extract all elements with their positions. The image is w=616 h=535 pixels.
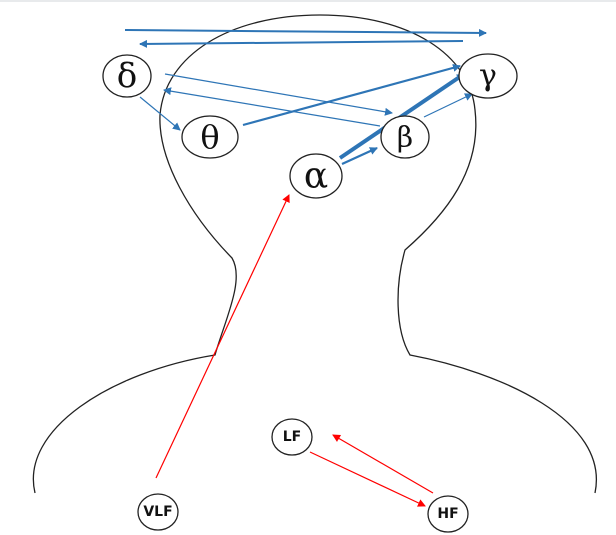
- node-circle-gamma: [458, 53, 518, 99]
- top-arrow-right: [124, 28, 487, 37]
- node-circle-beta: [380, 115, 430, 159]
- arrow-alpha-to-beta: [341, 146, 378, 166]
- node-circle-hf: [427, 495, 469, 533]
- node-alpha: α: [289, 153, 343, 199]
- arrow-theta-to-gamma: [242, 63, 461, 127]
- arrow-delta-to-beta: [164, 73, 393, 116]
- node-label-hf: HF: [437, 506, 458, 522]
- node-delta: δ: [102, 54, 152, 98]
- wave-nodes: δ θ α β γLF HF VLF: [102, 53, 518, 533]
- arrow-delta-to-theta: [139, 96, 181, 131]
- node-theta: θ: [181, 115, 239, 159]
- node-circle-delta: [102, 54, 152, 98]
- node-beta: β: [380, 115, 430, 159]
- top-arrow-left: [139, 39, 464, 48]
- node-vlf: VLF: [137, 493, 179, 531]
- node-label-theta: θ: [200, 118, 219, 156]
- node-label-vlf: VLF: [143, 504, 172, 520]
- top-border: [0, 0, 616, 2]
- node-circle-theta: [181, 115, 239, 159]
- body-silhouette: [32, 14, 598, 494]
- node-label-beta: β: [397, 121, 413, 154]
- node-gamma: γ: [458, 53, 518, 99]
- node-circle-alpha: [289, 153, 343, 199]
- arrow-beta-to-delta: [163, 87, 381, 127]
- node-label-lf: LF: [283, 429, 301, 445]
- node-circle-lf: [271, 418, 313, 456]
- node-label-alpha: α: [304, 156, 328, 197]
- arrow-beta-to-gamma: [423, 93, 473, 118]
- arrow-vlf-to-alpha: [155, 194, 290, 479]
- node-hf: HF: [427, 495, 469, 533]
- node-lf: LF: [271, 418, 313, 456]
- arrow-lf-to-hf: [309, 451, 426, 507]
- node-label-delta: δ: [117, 56, 137, 96]
- node-circle-vlf: [137, 493, 179, 531]
- node-label-gamma: γ: [479, 59, 497, 94]
- arrow-hf-to-lf: [332, 434, 434, 494]
